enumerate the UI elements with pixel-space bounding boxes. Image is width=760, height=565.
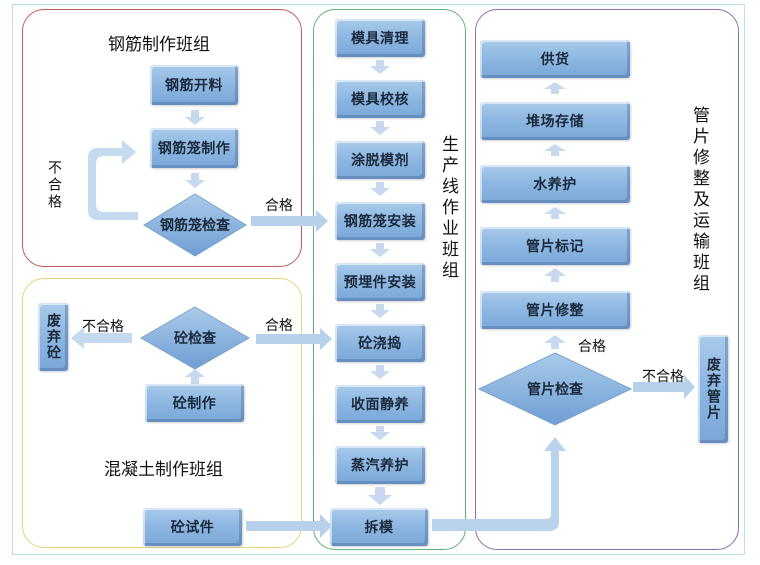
decision-concrete-check[interactable]: 砼检查 <box>140 306 250 370</box>
arrow-rebar-pass <box>251 210 328 232</box>
decision-label: 管片检查 <box>527 382 583 398</box>
rebar-pass-label: 合格 <box>265 198 293 214</box>
diamond-shape <box>478 352 632 426</box>
node-line-step-5[interactable]: 预埋件安装 <box>335 263 425 301</box>
group-production-line-team <box>313 9 466 550</box>
node-segment-trimming[interactable]: 管片修整 <box>480 291 630 329</box>
concrete-pass-label: 合格 <box>265 318 293 334</box>
arrow-cage-to-check <box>185 173 205 188</box>
diamond-shape <box>143 193 247 257</box>
arrows-segment-up <box>544 82 566 349</box>
decision-label: 钢筋笼检查 <box>160 218 230 234</box>
node-line-step-7[interactable]: 收面静养 <box>335 385 425 423</box>
node-segment-water-curing[interactable]: 水养护 <box>480 165 630 203</box>
node-concrete-test-piece[interactable]: 砼试件 <box>143 508 242 546</box>
group-rebar-team <box>22 9 302 267</box>
node-line-step-9[interactable]: 拆模 <box>330 508 428 546</box>
segment-team-title: 管片修整及运输班组 <box>689 106 709 295</box>
arrow-test-piece <box>246 514 332 538</box>
concrete-fail-label: 不合格 <box>82 319 124 335</box>
concrete-team-title: 混凝土制作班组 <box>104 460 223 480</box>
arrow-concrete-pass <box>256 328 332 350</box>
segment-pass-label: 合格 <box>578 339 606 355</box>
node-line-step-3[interactable]: 涂脱模剂 <box>335 141 425 179</box>
node-segment-supply[interactable]: 供货 <box>480 40 630 78</box>
arrow-cutting-to-cage <box>185 110 205 125</box>
rebar-fail-label: 不合格 <box>46 160 62 211</box>
arrow-making-to-check <box>185 369 205 384</box>
node-line-step-8[interactable]: 蒸汽养护 <box>335 446 425 484</box>
node-line-step-6[interactable]: 砼浇捣 <box>335 324 425 362</box>
decision-rebar-cage-check[interactable]: 钢筋笼检查 <box>143 193 247 257</box>
node-waste-concrete[interactable]: 废弃砼 <box>38 303 68 371</box>
decision-segment-check[interactable]: 管片检查 <box>478 352 632 426</box>
segment-fail-label: 不合格 <box>642 369 684 385</box>
node-rebar-cutting[interactable]: 钢筋开料 <box>150 65 238 105</box>
arrow-demould-to-segment-check <box>432 437 566 531</box>
arrows-production-line <box>368 60 392 505</box>
arrow-concrete-fail <box>71 327 132 349</box>
production-line-team-title: 生产线作业班组 <box>438 135 458 282</box>
node-line-step-1[interactable]: 模具清理 <box>335 19 425 57</box>
rebar-team-title: 钢筋制作班组 <box>108 35 210 55</box>
node-segment-marking[interactable]: 管片标记 <box>480 227 630 265</box>
node-rebar-cage-making[interactable]: 钢筋笼制作 <box>150 128 238 168</box>
diagram-frame <box>12 4 745 555</box>
node-concrete-making[interactable]: 砼制作 <box>145 384 244 422</box>
node-waste-segment[interactable]: 废弃管片 <box>698 335 728 443</box>
decision-label: 砼检查 <box>174 331 216 347</box>
arrow-segment-fail <box>633 375 695 399</box>
node-segment-yard-storage[interactable]: 堆场存储 <box>480 102 630 140</box>
group-segment-team <box>475 9 739 550</box>
node-line-step-2[interactable]: 模具校核 <box>335 80 425 118</box>
diamond-shape <box>140 306 250 370</box>
node-line-step-4[interactable]: 钢筋笼安装 <box>335 202 425 240</box>
group-concrete-team <box>22 278 302 548</box>
arrow-rebar-fail-loop <box>88 140 138 220</box>
